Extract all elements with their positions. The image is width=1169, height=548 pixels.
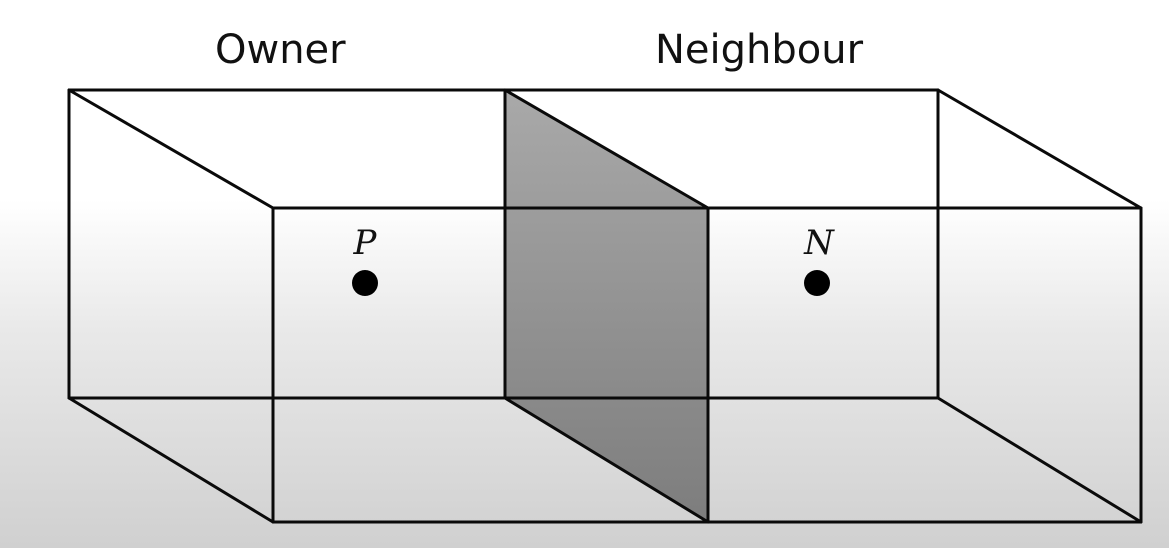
neighbour-front-face [706,206,1143,524]
owner-top-left-depth-edge [67,88,275,210]
shared-top-depth-edge [503,88,710,210]
shared-bottom-depth-edge [503,396,710,524]
owner-label: Owner [215,27,346,73]
owner-bottom-left-depth-edge [67,396,275,524]
neighbour-centre-point [804,270,830,296]
owner-centre-label: P [353,223,378,263]
owner-centre-point [352,270,378,296]
neighbour-centre-label: N [803,223,835,263]
shared-face [505,90,708,522]
owner-back-face [67,88,507,400]
neighbour-back-face [503,88,940,400]
neighbour-top-right-depth-edge [936,88,1143,210]
neighbour-bottom-right-depth-edge [936,396,1143,524]
neighbour-label: Neighbour [655,27,864,73]
